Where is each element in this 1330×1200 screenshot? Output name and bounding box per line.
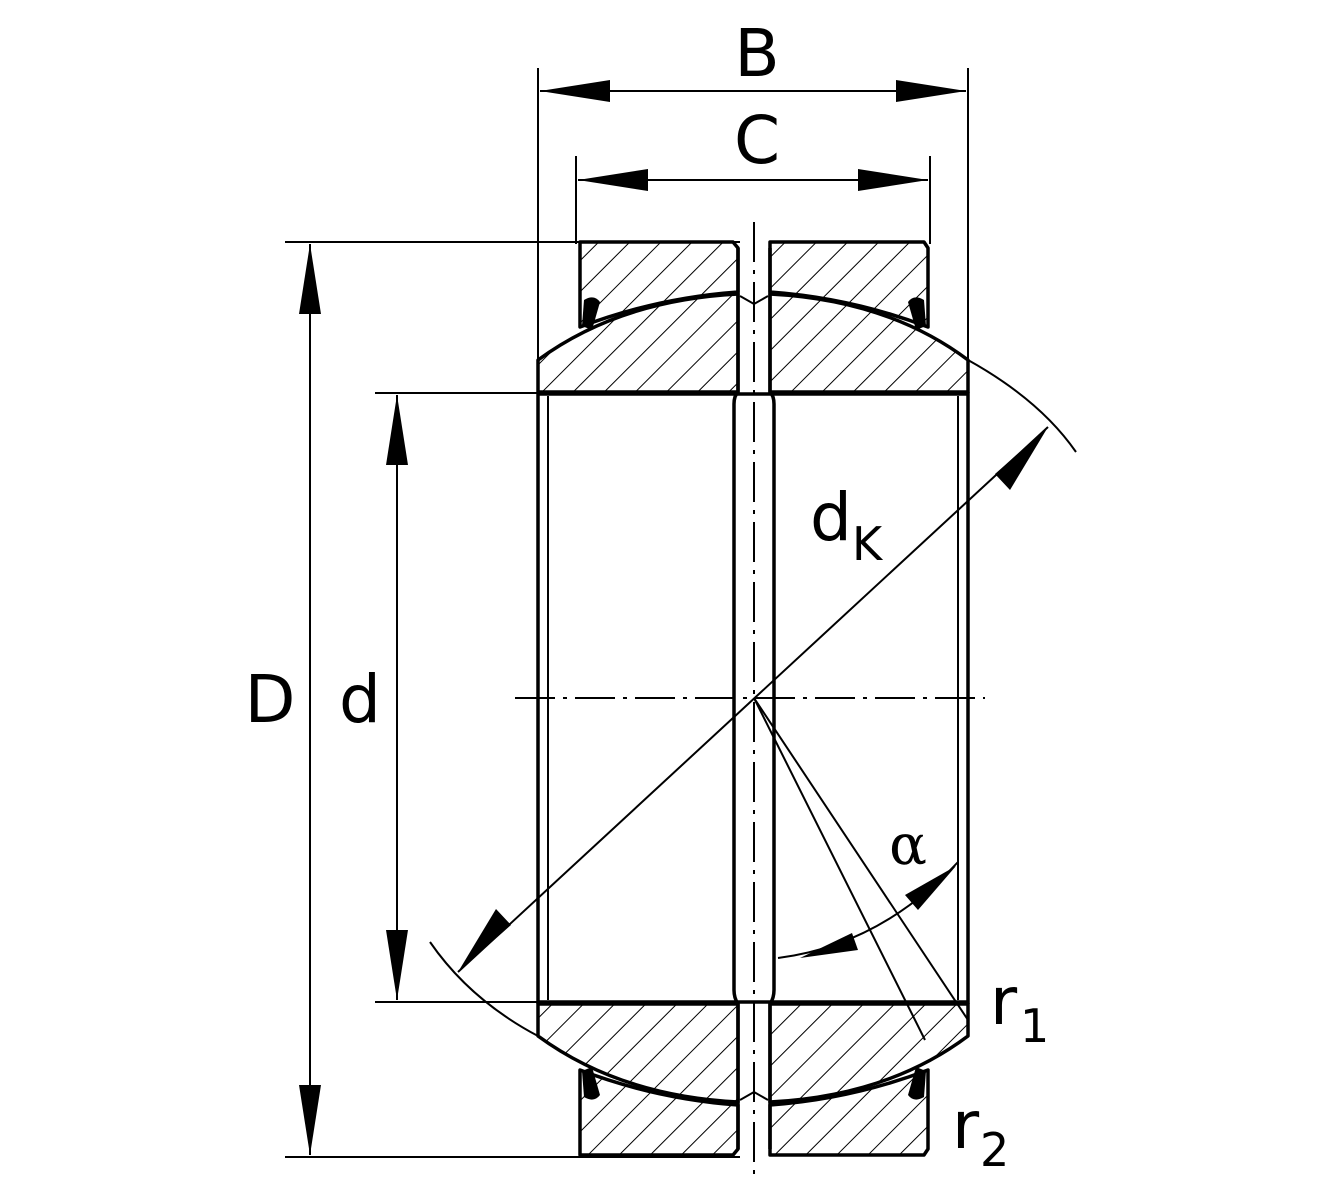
outer-ring-bottom	[578, 1067, 930, 1157]
label-c: C	[734, 102, 780, 179]
dimension-line-dk	[457, 426, 1049, 973]
arrowhead-dk-bottom	[458, 909, 511, 972]
label-d-bore: d	[339, 661, 381, 738]
arrowhead-c-right	[858, 169, 928, 191]
inner-ring-bottom-right-section	[768, 1002, 970, 1104]
sphere-arc-extension-bottom	[429, 941, 539, 1037]
dimension-sphere-diameter: d K	[429, 359, 1077, 1037]
angle-arc	[777, 861, 959, 959]
arrowhead-d-top	[299, 244, 321, 314]
inner-ring-top	[536, 292, 970, 394]
label-r2: r	[952, 1087, 980, 1164]
arrowhead-alpha-bottom	[800, 933, 858, 958]
label-dk-subscript: K	[852, 517, 884, 571]
dimension-outer-diameter: D	[245, 241, 740, 1158]
tilt-angle-alpha: α	[753, 697, 969, 1041]
label-b: B	[734, 15, 779, 92]
arrowhead-d-bottom	[299, 1085, 321, 1155]
dimension-c: C	[575, 102, 931, 244]
seal-bottom-right	[908, 1067, 926, 1100]
label-d-outer: D	[245, 661, 296, 738]
dimension-bore-diameter: d	[339, 392, 540, 1003]
label-r2-subscript: 2	[980, 1123, 1009, 1177]
label-r1: r	[990, 963, 1018, 1040]
arrowhead-bore-bottom	[386, 930, 408, 1000]
label-r1-subscript: 1	[1020, 999, 1049, 1053]
label-r1-group: r 1	[990, 963, 1049, 1053]
seal-top-right	[908, 297, 926, 330]
seal-top-left	[582, 297, 600, 330]
inner-ring-top-right-section	[768, 292, 970, 394]
dimension-b: B	[537, 15, 969, 392]
tilt-line-2	[753, 697, 926, 1041]
outer-ring-bottom-right-section	[768, 1068, 930, 1157]
arrowhead-c-left	[578, 169, 648, 191]
arrowhead-alpha-top	[905, 866, 956, 910]
tilt-line-1	[753, 697, 969, 1021]
label-alpha: α	[889, 813, 927, 878]
inner-ring-bottom-left-section	[536, 1002, 740, 1104]
arrowhead-bore-top	[386, 395, 408, 465]
arrowhead-b-left	[540, 80, 610, 102]
label-r2-group: r 2	[952, 1087, 1009, 1177]
arrowhead-b-right	[896, 80, 966, 102]
arrowhead-dk-top	[995, 427, 1048, 490]
label-dk: d	[810, 479, 852, 556]
seal-bottom-left	[582, 1067, 600, 1100]
sphere-arc-extension-top	[967, 359, 1077, 453]
inner-ring-top-left-section	[536, 292, 740, 394]
